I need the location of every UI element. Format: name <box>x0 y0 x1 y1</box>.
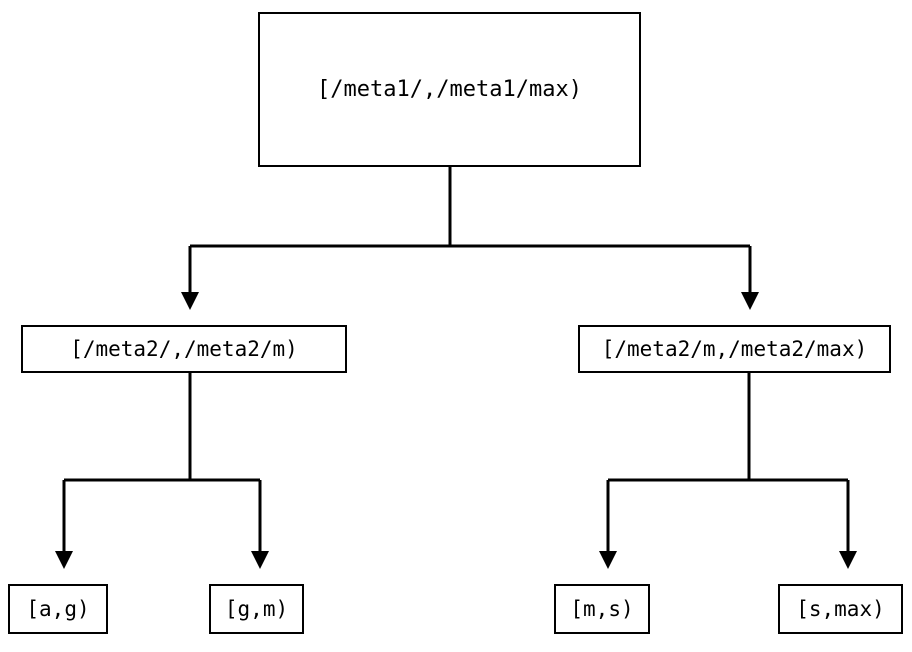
arrowhead-mid-right-to-leaf4 <box>839 551 857 569</box>
node-leaf-a-g[interactable]: [a,g) <box>8 584 108 634</box>
node-leaf-g-m-label: [g,m) <box>224 596 289 621</box>
arrowhead-mid-left-to-leaf1 <box>55 551 73 569</box>
node-leaf-m-s-label: [m,s) <box>570 596 634 621</box>
node-root-label: [/meta1/,/meta1/max) <box>317 76 582 102</box>
arrowhead-root-to-mid-left <box>181 292 199 310</box>
node-leaf-g-m[interactable]: [g,m) <box>209 584 304 634</box>
arrowhead-mid-left-to-leaf2 <box>251 551 269 569</box>
node-root[interactable]: [/meta1/,/meta1/max) <box>258 12 641 167</box>
node-leaf-s-max-label: [s,max) <box>796 596 885 621</box>
node-leaf-s-max[interactable]: [s,max) <box>778 584 903 634</box>
node-leaf-m-s[interactable]: [m,s) <box>554 584 650 634</box>
node-leaf-a-g-label: [a,g) <box>26 596 90 621</box>
node-mid-left-label: [/meta2/,/meta2/m) <box>70 336 298 361</box>
node-mid-left[interactable]: [/meta2/,/meta2/m) <box>21 325 347 373</box>
arrowhead-root-to-mid-right <box>741 292 759 310</box>
arrowhead-mid-right-to-leaf3 <box>599 551 617 569</box>
node-mid-right[interactable]: [/meta2/m,/meta2/max) <box>578 325 891 373</box>
node-mid-right-label: [/meta2/m,/meta2/max) <box>601 336 868 361</box>
